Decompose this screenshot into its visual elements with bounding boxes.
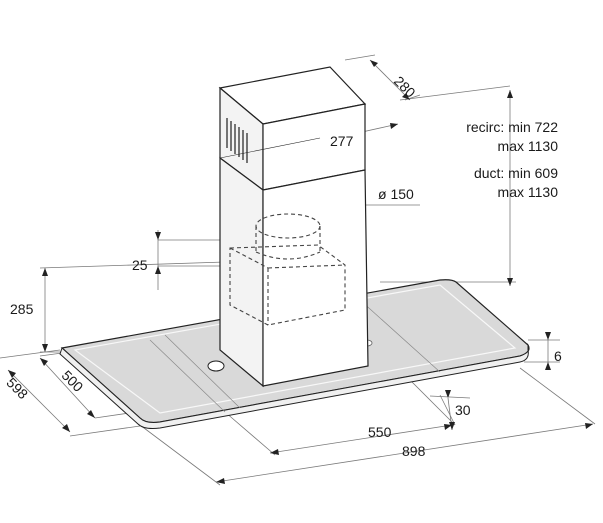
arrowhead — [507, 90, 513, 98]
label-recirc-max: max 1130 — [498, 138, 559, 154]
chimney — [218, 66, 369, 388]
arrowhead — [216, 478, 225, 484]
arrowhead — [155, 232, 161, 240]
extension-line — [399, 85, 511, 101]
extension-line — [519, 367, 596, 425]
arrowhead — [40, 358, 48, 366]
extension-line — [344, 54, 376, 61]
extension-line — [224, 411, 276, 456]
extension-line — [439, 394, 456, 426]
dimension-line-598 — [7, 369, 71, 433]
arrowheads — [8, 60, 593, 484]
arrowhead — [8, 370, 16, 378]
arrowhead — [545, 362, 551, 370]
label-598: 598 — [3, 374, 31, 402]
arrowhead — [449, 422, 455, 430]
glass-panel-seam — [149, 339, 226, 413]
label-30: 30 — [455, 402, 471, 418]
label-277: 277 — [330, 133, 354, 149]
arrowhead — [155, 266, 161, 274]
arrowhead — [87, 410, 95, 418]
glass-panel-seam — [164, 334, 241, 409]
extension-line — [69, 425, 141, 437]
light-spot — [207, 360, 225, 372]
label-recirc-min: recirc: min 722 — [466, 119, 558, 135]
label-898: 898 — [402, 443, 426, 459]
label-6: 6 — [554, 348, 562, 364]
extension-line — [39, 352, 63, 357]
label-25: 25 — [132, 257, 148, 273]
arrowhead — [42, 268, 48, 276]
hidden-motor-outline — [229, 213, 346, 326]
arrowhead — [62, 424, 70, 432]
arrowhead — [42, 344, 48, 352]
label-diameter-150: ø 150 — [378, 186, 414, 202]
vent-slots — [226, 118, 248, 163]
extension-line — [429, 395, 471, 399]
label-duct-min: duct: min 609 — [474, 165, 558, 181]
arrowhead — [402, 93, 410, 100]
dimension-line-280 — [369, 59, 411, 101]
dimension-line-500 — [39, 357, 96, 419]
arrowhead — [390, 123, 398, 129]
label-duct-max: max 1130 — [498, 184, 559, 200]
label-550: 550 — [368, 424, 392, 440]
arrowhead — [507, 278, 513, 286]
arrowhead — [370, 60, 378, 67]
chimney-joint — [219, 137, 321, 159]
arrowhead — [445, 390, 451, 398]
motor-box — [229, 244, 346, 326]
arrowhead — [585, 423, 593, 429]
label-285: 285 — [10, 301, 34, 317]
lower-chimney-front — [262, 169, 369, 387]
dimension-lines — [0, 54, 596, 486]
extension-line — [139, 424, 221, 486]
arrowhead — [444, 424, 452, 430]
dimension-line-898 — [215, 423, 594, 483]
glass-panel-seam — [359, 299, 441, 373]
extension-line — [39, 261, 226, 269]
arrowhead — [545, 332, 551, 340]
dimension-line-550 — [269, 424, 453, 454]
lower-chimney-side — [219, 156, 264, 388]
glass-edge — [59, 343, 530, 429]
extension-line — [0, 349, 61, 359]
arrowhead — [270, 449, 279, 455]
